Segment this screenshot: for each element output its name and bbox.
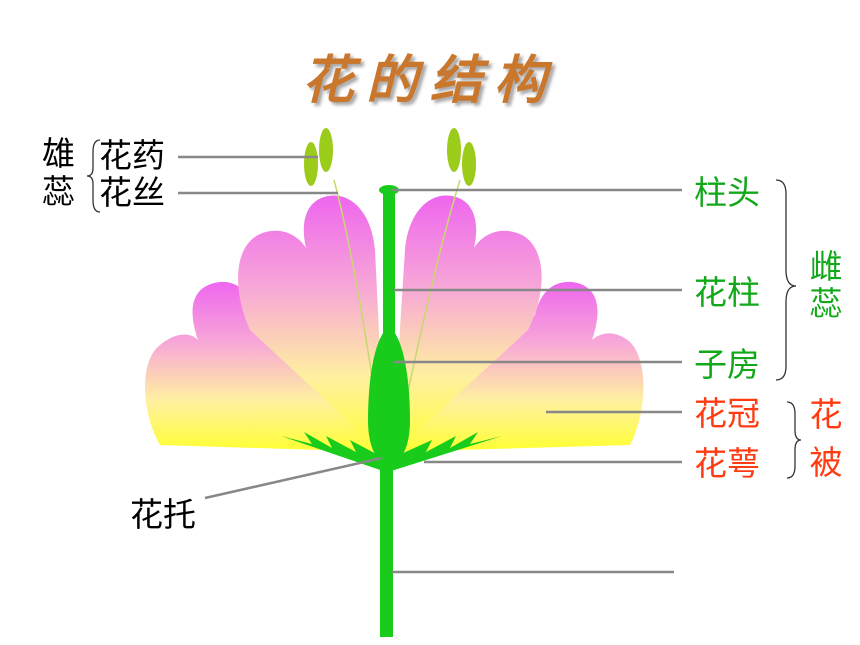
- label-corolla: 花冠: [694, 394, 760, 433]
- petal-outer-right: [390, 281, 644, 452]
- label-pistil-bottom: 蕊: [809, 284, 843, 323]
- label-ovary: 子房: [694, 345, 760, 384]
- stem: [380, 455, 393, 637]
- label-perianth-bottom: 被: [809, 443, 843, 482]
- petal-inner-right: [392, 195, 542, 456]
- label-perianth-top: 花: [809, 395, 843, 434]
- anther-left: [304, 128, 333, 186]
- label-anther: 花药: [99, 136, 165, 175]
- style: [383, 192, 395, 342]
- label-stamen-bottom: 蕊: [42, 172, 75, 211]
- label-pistil-top: 雌: [809, 247, 843, 286]
- bracket-pistil: [775, 179, 797, 381]
- label-filament: 花丝: [99, 173, 165, 212]
- bracket-stamen: [86, 139, 101, 213]
- brackets: [86, 139, 802, 479]
- petal-inner-left: [238, 195, 385, 456]
- anther-right: [447, 128, 476, 186]
- leader-receptacle: [204, 456, 383, 500]
- label-stamen-top: 雄: [42, 134, 75, 173]
- label-style: 花柱: [694, 273, 760, 312]
- corolla: [145, 195, 644, 456]
- page-title: 花的结构: [301, 50, 558, 111]
- petal-outer-left: [145, 281, 385, 452]
- label-receptacle: 花托: [130, 495, 196, 534]
- stigma: [379, 185, 399, 195]
- sepal-right: [388, 432, 502, 472]
- label-stigma: 柱头: [694, 173, 760, 212]
- bracket-perianth: [786, 401, 802, 479]
- leader-lines: [178, 155, 682, 574]
- label-sepal: 花萼: [694, 444, 760, 483]
